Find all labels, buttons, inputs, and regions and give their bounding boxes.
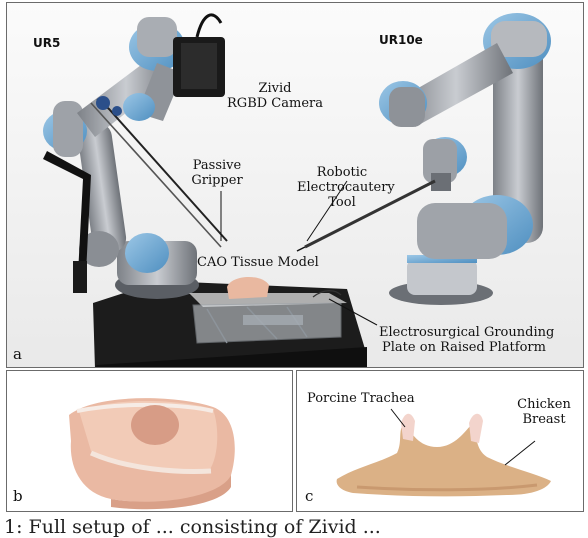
label-tissue-model: CAO Tissue Model xyxy=(197,255,319,270)
tool-leader-line xyxy=(306,180,348,242)
panel-letter-c: c xyxy=(305,487,314,505)
label-chicken-breast: Chicken Breast xyxy=(517,397,571,427)
cao-tissue-sample xyxy=(227,276,269,299)
panel-b-tissue-photo: b xyxy=(6,370,293,512)
tissue-model-illustration xyxy=(69,398,235,510)
panel-letter-b: b xyxy=(13,487,23,505)
panel-a-setup-photo: UR5 UR10e Zivid RGBD Camera Passive Grip… xyxy=(6,2,584,368)
label-ur10e: UR10e xyxy=(379,33,423,47)
label-gripper: Passive Gripper xyxy=(191,158,243,188)
trachea-leader-line xyxy=(390,408,406,428)
ur10e-robot-arm xyxy=(296,13,551,305)
panel-c-cross-section-photo: Porcine Trachea Chicken Breast c xyxy=(296,370,584,512)
label-camera: Zivid RGBD Camera xyxy=(227,81,323,111)
label-porcine-trachea: Porcine Trachea xyxy=(307,391,415,406)
setup-illustration xyxy=(7,3,583,367)
label-ur5: UR5 xyxy=(33,36,61,50)
panel-letter-a: a xyxy=(13,345,22,363)
breast-leader-line xyxy=(504,440,536,466)
label-electrocautery-tool: Robotic Electrocautery Tool xyxy=(297,165,395,210)
raised-platform xyxy=(189,276,347,344)
figure-caption-fragment: 1: Full setup of ... consisting of Zivid… xyxy=(4,516,381,538)
zivid-camera xyxy=(173,13,225,97)
label-grounding-plate: Electrosurgical Grounding Plate on Raise… xyxy=(379,325,555,355)
ur5-robot-arm xyxy=(43,17,228,299)
cross-section-illustration xyxy=(336,408,551,497)
plate-leader-line xyxy=(328,298,378,326)
